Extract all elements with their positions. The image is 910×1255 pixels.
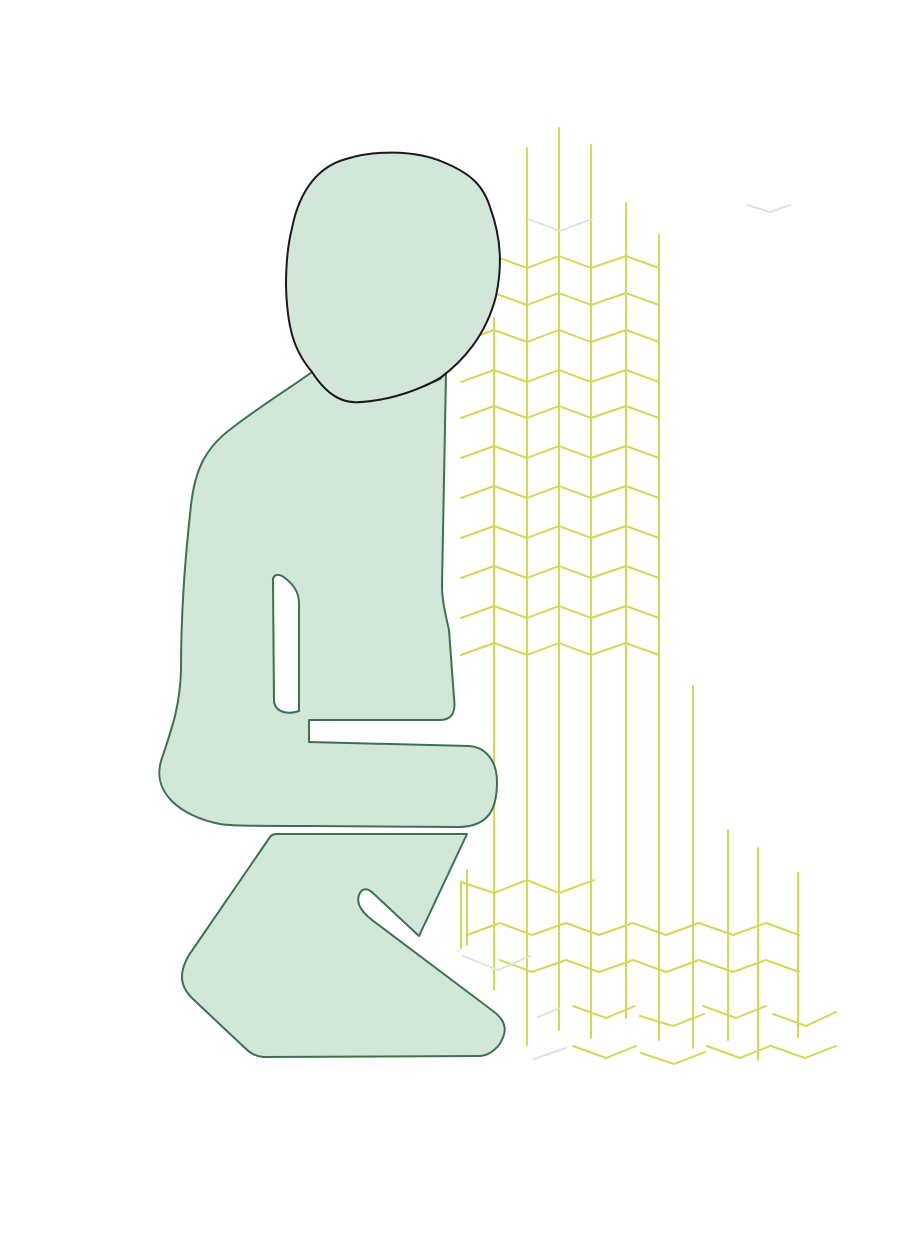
crop-stalks	[460, 127, 799, 1061]
faint-leaf-mark	[537, 1007, 561, 1018]
crop-leaf-chevron	[460, 445, 660, 459]
crop-leaf-chevron	[460, 642, 660, 656]
crop-leaf-chevron	[572, 1005, 636, 1019]
faint-leaf-mark	[527, 218, 593, 232]
crop-leaf-chevron	[572, 1045, 637, 1059]
crop-leaf-chevron	[772, 1011, 837, 1027]
crop-leaf-chevron	[460, 485, 660, 499]
crop-leaf-chevrons	[460, 255, 837, 1065]
crop-leaf-chevron	[460, 879, 595, 894]
faint-leaf-mark	[462, 955, 531, 971]
figure-head	[285, 151, 501, 404]
crop-leaf-chevron	[460, 405, 660, 419]
crop-leaf-chevron	[499, 959, 800, 973]
crop-leaf-chevron	[460, 525, 660, 539]
crop-leaf-chevron	[770, 1045, 837, 1059]
crop-leaf-chevron	[702, 1005, 767, 1019]
figure-legs	[181, 833, 506, 1058]
crop-leaf-chevron	[460, 605, 660, 619]
crop-leaf-chevron	[460, 369, 660, 383]
crop-leaf-chevron	[706, 1045, 771, 1059]
faint-leaf-marks	[462, 204, 791, 1060]
crop-leaf-chevron	[460, 565, 660, 579]
seated-person-figure	[158, 151, 506, 1058]
crop-leaf-chevron	[640, 1051, 706, 1065]
crop-leaf-chevron	[493, 292, 660, 306]
crop-leaf-chevron	[493, 255, 660, 269]
faint-leaf-mark	[533, 1047, 567, 1060]
crop-leaf-chevron	[639, 1013, 705, 1027]
crop-grass-pattern	[460, 127, 837, 1065]
figure-body	[158, 371, 498, 828]
crop-leaf-chevron	[460, 329, 660, 343]
crop-leaf-chevron	[466, 922, 800, 936]
faint-leaf-mark	[746, 204, 791, 213]
